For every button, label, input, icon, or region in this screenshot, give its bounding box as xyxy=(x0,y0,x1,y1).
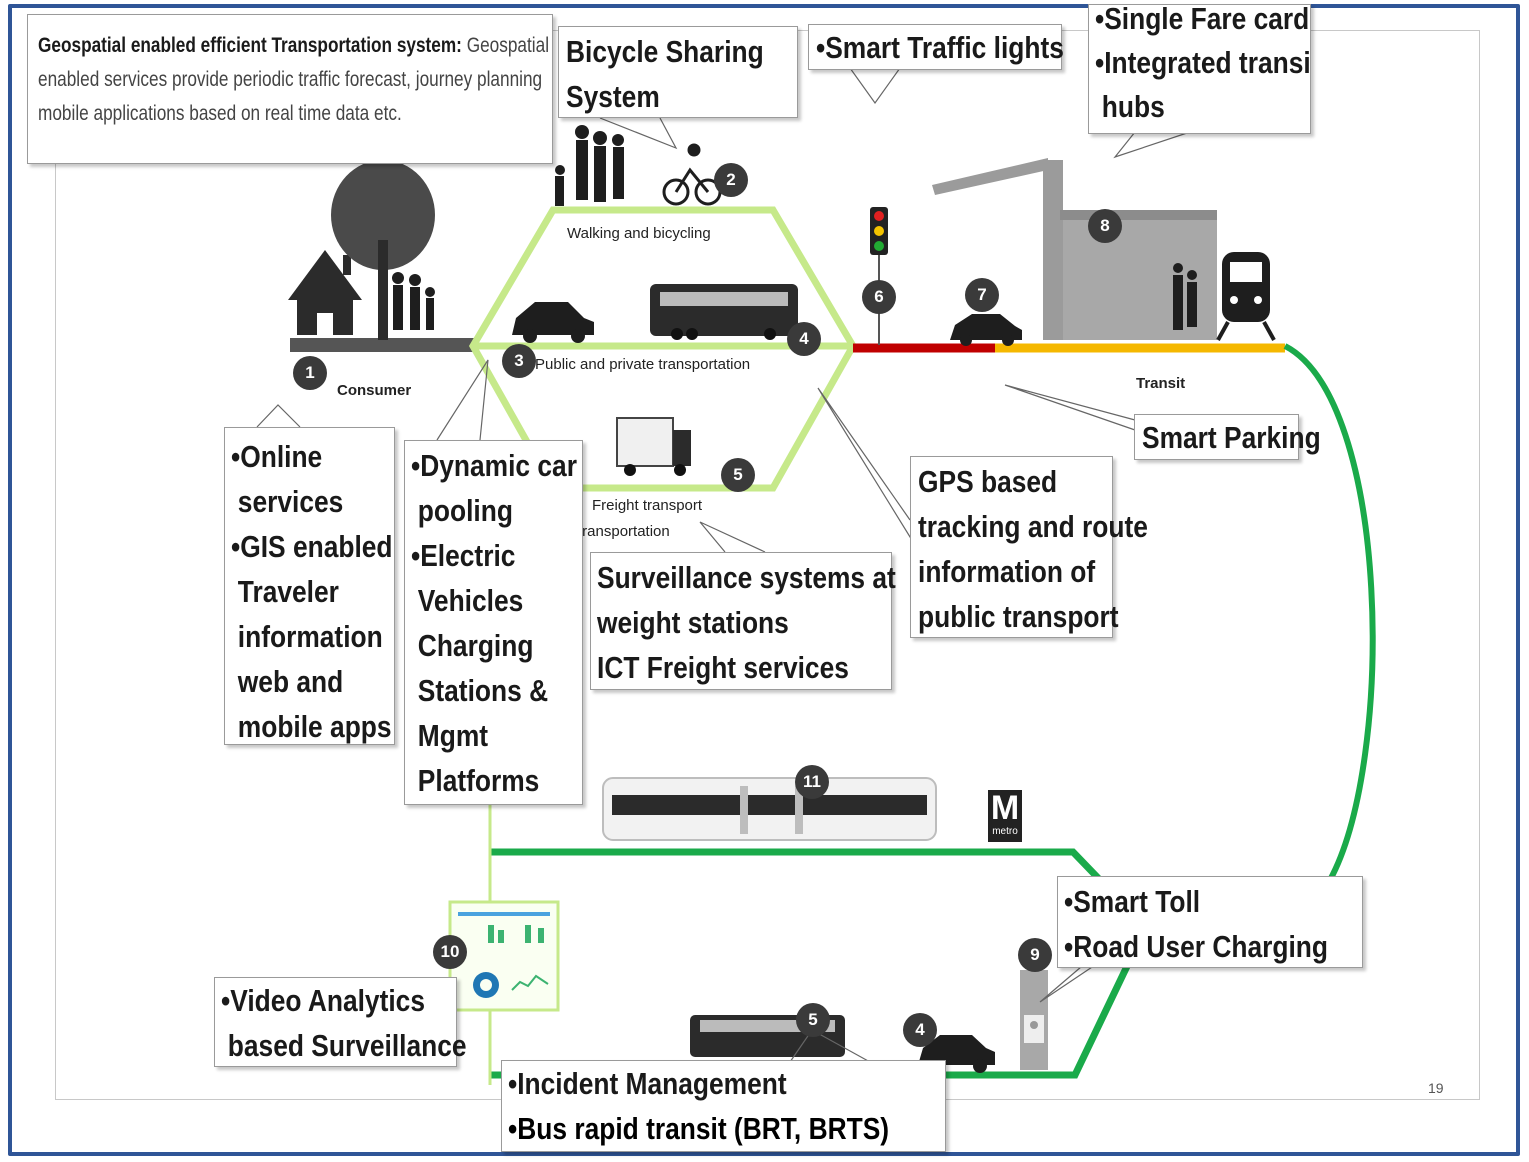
carpool-line-3: •Electric xyxy=(411,538,516,573)
consumer-label: Consumer xyxy=(337,382,412,399)
bicycle-line-2: System xyxy=(566,79,660,114)
gps-tracking-callout: GPS based tracking and route information… xyxy=(910,456,1148,638)
tree-icon xyxy=(331,160,435,340)
walking-label: Walking and bicycling xyxy=(567,225,711,242)
carpool-line-1: •Dynamic car xyxy=(411,448,577,483)
house-icon xyxy=(288,250,362,335)
carpool-line-4: Vehicles xyxy=(417,583,524,618)
surveillance-line-3: ICT Freight services xyxy=(597,650,849,685)
transportation-partial-label: transportation xyxy=(578,523,670,540)
online-line-7: mobile apps xyxy=(237,709,392,744)
family-icon xyxy=(392,272,435,330)
online-line-3: •GIS enabled xyxy=(231,529,393,564)
online-line-5: information xyxy=(237,619,383,654)
step-4-badge: 4 xyxy=(787,322,821,356)
surveillance-line-1: Surveillance systems at xyxy=(597,560,896,595)
surveillance-callout: Surveillance systems at weight stations … xyxy=(590,552,896,690)
step-6-badge: 6 xyxy=(862,280,896,314)
step-11-badge: 11 xyxy=(795,765,829,799)
video-analytics-callout: •Video Analytics based Surveillance xyxy=(214,977,467,1067)
carpool-line-7: Mgmt xyxy=(417,718,489,753)
metro-logo: M metro xyxy=(988,790,1022,842)
step-5-badge: 5 xyxy=(721,458,755,492)
parking-line-1: Smart Parking xyxy=(1142,420,1321,455)
carpool-line-5: Charging xyxy=(417,628,534,663)
geospatial-body-1: Geospatial xyxy=(461,34,550,57)
metro-logo-text: metro xyxy=(992,826,1018,837)
analytics-dashboard-thumbnail xyxy=(448,900,560,1012)
fare-card-callout: •Single Fare card •Integrated transit hu… xyxy=(1088,4,1311,134)
incident-management-callout: •Incident Management •Bus rapid transit … xyxy=(501,1060,946,1152)
gps-line-3: information of xyxy=(918,554,1096,589)
online-line-6: web and xyxy=(237,664,344,699)
fare-line-3: hubs xyxy=(1101,89,1165,124)
route-green-metro xyxy=(490,848,1103,883)
outer-frame xyxy=(8,4,1520,1156)
step-5b-badge: 5 xyxy=(796,1003,830,1037)
step-7-badge: 7 xyxy=(965,278,999,312)
geospatial-body-3: mobile applications based on real time d… xyxy=(38,102,402,125)
toll-booth-icon xyxy=(1020,970,1048,1070)
bus-icon xyxy=(650,284,798,340)
freight-label: Freight transport xyxy=(592,497,703,514)
smart-parking-callout: Smart Parking xyxy=(1134,414,1321,460)
step-10-badge: 10 xyxy=(433,935,467,969)
transit-label: Transit xyxy=(1136,375,1186,392)
pedestrians-icon xyxy=(555,125,624,206)
step-8-badge: 8 xyxy=(1088,209,1122,243)
step-4b-badge: 4 xyxy=(903,1013,937,1047)
geospatial-callout: Geospatial enabled efficient Transportat… xyxy=(27,14,553,164)
traffic-light-icon xyxy=(870,207,888,345)
metro-logo-letter: M xyxy=(990,789,1020,827)
metro-train-icon xyxy=(602,777,937,841)
commuters-icon xyxy=(1173,263,1197,330)
online-line-1: •Online xyxy=(231,439,323,474)
carpool-line-2: pooling xyxy=(417,493,513,528)
geospatial-body-2: enabled services provide periodic traffi… xyxy=(38,68,543,91)
surveillance-line-2: weight stations xyxy=(597,605,789,640)
gps-line-2: tracking and route xyxy=(918,509,1148,544)
public-private-label: Public and private transportation xyxy=(535,356,751,373)
cyclist-icon xyxy=(662,143,722,206)
smart-toll-callout: •Smart Toll •Road User Charging xyxy=(1057,876,1363,968)
bicycle-line-1: Bicycle Sharing xyxy=(566,34,764,69)
traffic-lights-line-1: •Smart Traffic lights xyxy=(816,30,1064,65)
consumer-ground xyxy=(290,338,475,352)
step-3-badge: 3 xyxy=(502,344,536,378)
toll-line-1: •Smart Toll xyxy=(1064,884,1201,919)
video-line-2: based Surveillance xyxy=(227,1028,467,1063)
car-pooling-callout: •Dynamic car pooling •Electric Vehicles … xyxy=(404,440,583,805)
fare-line-1: •Single Fare card xyxy=(1095,4,1310,36)
step-1-badge: 1 xyxy=(293,356,327,390)
page-number: 19 xyxy=(1428,1080,1444,1096)
route-green-loop xyxy=(1283,343,1376,882)
fare-line-2: •Integrated transit xyxy=(1095,45,1311,80)
geospatial-title: Geospatial enabled efficient Transportat… xyxy=(38,34,462,57)
carpool-line-8: Platforms xyxy=(417,763,540,798)
online-line-4: Traveler xyxy=(237,574,339,609)
train-icon xyxy=(1216,252,1276,341)
incident-line-1: •Incident Management xyxy=(508,1066,787,1101)
toll-line-2: •Road User Charging xyxy=(1064,929,1328,964)
online-line-2: services xyxy=(237,484,344,519)
truck-icon xyxy=(616,417,691,476)
gps-line-4: public transport xyxy=(918,599,1119,634)
step-9-badge: 9 xyxy=(1018,938,1052,972)
gps-line-1: GPS based xyxy=(918,464,1058,499)
incident-line-2: •Bus rapid transit (BRT, BRTS) xyxy=(508,1111,890,1146)
carpool-line-6: Stations & xyxy=(417,673,549,708)
smart-car-icon xyxy=(950,314,1022,346)
car-icon xyxy=(512,302,594,343)
bicycle-callout: Bicycle Sharing System xyxy=(558,26,798,118)
traffic-lights-callout: •Smart Traffic lights xyxy=(808,24,1064,70)
step-2-badge: 2 xyxy=(714,163,748,197)
video-line-1: •Video Analytics xyxy=(221,983,425,1018)
online-services-callout: •Online services •GIS enabled Traveler i… xyxy=(224,427,395,745)
